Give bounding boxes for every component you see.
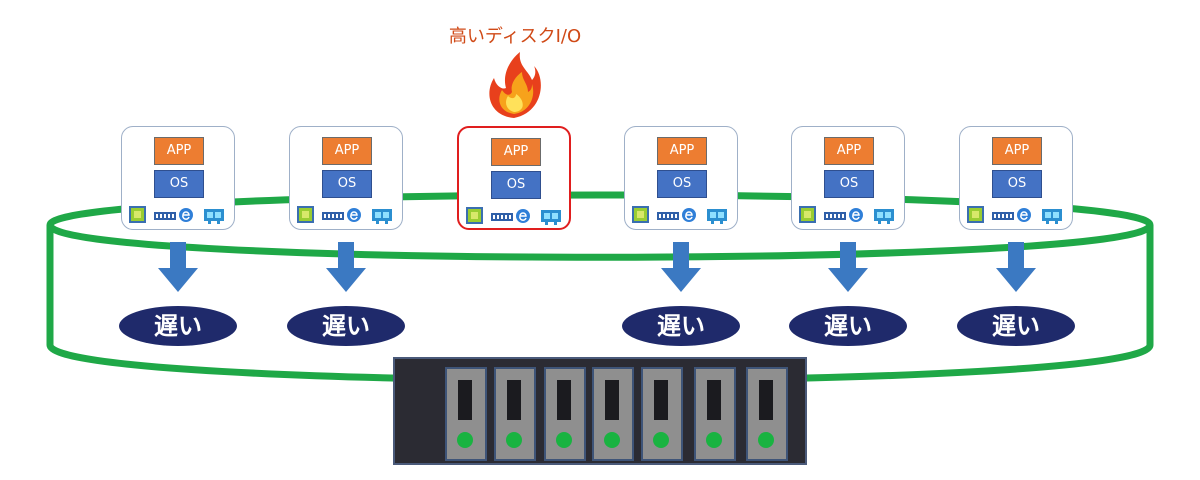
arrow-down-icon	[326, 242, 366, 292]
os-layer: OS	[992, 170, 1042, 198]
hardware-icons	[465, 206, 567, 226]
vm-card: APP OS	[121, 126, 235, 230]
network-icon	[516, 209, 530, 223]
flame-icon	[489, 52, 541, 118]
hardware-icons	[798, 205, 900, 225]
disk-drive-icon	[694, 367, 736, 461]
nic-icon	[1042, 209, 1062, 224]
arrow-down-icon	[828, 242, 868, 292]
arrow-down-icon	[661, 242, 701, 292]
nic-icon	[541, 210, 561, 225]
hardware-icons	[296, 205, 398, 225]
app-layer: APP	[322, 137, 372, 165]
nic-icon	[707, 209, 727, 224]
disk-drive-icon	[445, 367, 487, 461]
network-icon	[1017, 208, 1031, 222]
app-layer: APP	[992, 137, 1042, 165]
high-disk-io-label: 高いディスクI/O	[448, 26, 582, 47]
app-layer: APP	[491, 138, 541, 166]
disk-drive-icon	[641, 367, 683, 461]
cpu-icon	[632, 206, 649, 223]
vm-card: APP OS	[959, 126, 1073, 230]
vm-card: APP OS	[791, 126, 905, 230]
vm-card: APP OS	[289, 126, 403, 230]
vm-card-hot: APP OS	[457, 126, 571, 230]
memory-icon	[992, 212, 1014, 220]
memory-icon	[491, 213, 513, 221]
cpu-icon	[297, 206, 314, 223]
disk-drive-icon	[544, 367, 586, 461]
cpu-icon	[129, 206, 146, 223]
arrow-down-icon	[158, 242, 198, 292]
os-layer: OS	[657, 170, 707, 198]
network-icon	[849, 208, 863, 222]
hardware-icons	[966, 205, 1068, 225]
os-layer: OS	[491, 171, 541, 199]
network-icon	[682, 208, 696, 222]
storage-ring-back	[46, 191, 1154, 229]
hardware-icons	[128, 205, 230, 225]
network-icon	[347, 208, 361, 222]
app-layer: APP	[657, 137, 707, 165]
memory-icon	[322, 212, 344, 220]
nic-icon	[204, 209, 224, 224]
vm-card: APP OS	[624, 126, 738, 230]
storage-array	[393, 357, 807, 465]
disk-drive-icon	[746, 367, 788, 461]
slow-badge: 遅い	[957, 306, 1075, 346]
network-icon	[179, 208, 193, 222]
storage-ring-front	[46, 223, 1154, 261]
os-layer: OS	[154, 170, 204, 198]
memory-icon	[154, 212, 176, 220]
slow-badge: 遅い	[789, 306, 907, 346]
app-layer: APP	[154, 137, 204, 165]
disk-drive-icon	[494, 367, 536, 461]
slow-badge: 遅い	[622, 306, 740, 346]
slow-badge: 遅い	[287, 306, 405, 346]
nic-icon	[874, 209, 894, 224]
slow-badge: 遅い	[119, 306, 237, 346]
memory-icon	[657, 212, 679, 220]
app-layer: APP	[824, 137, 874, 165]
arrow-down-icon	[996, 242, 1036, 292]
cpu-icon	[799, 206, 816, 223]
os-layer: OS	[322, 170, 372, 198]
hardware-icons	[631, 205, 733, 225]
cpu-icon	[466, 207, 483, 224]
nic-icon	[372, 209, 392, 224]
disk-drive-icon	[592, 367, 634, 461]
os-layer: OS	[824, 170, 874, 198]
cpu-icon	[967, 206, 984, 223]
memory-icon	[824, 212, 846, 220]
